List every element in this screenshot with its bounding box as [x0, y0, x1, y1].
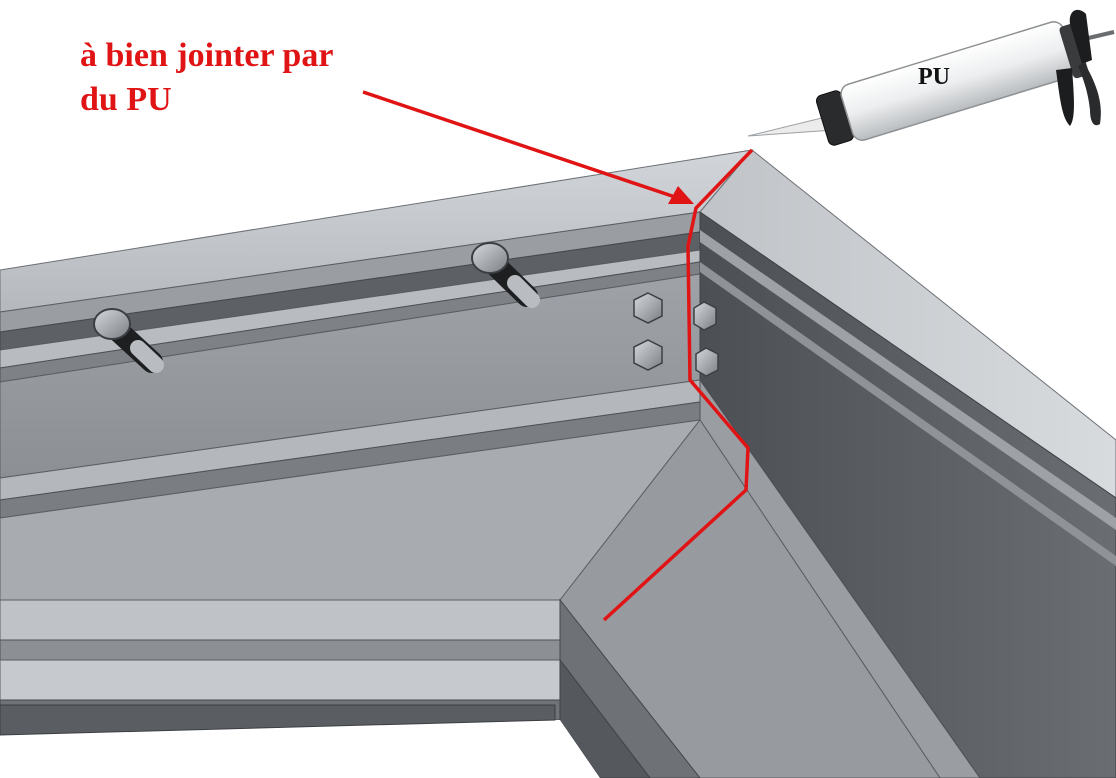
frame-opening — [0, 720, 600, 778]
annotation-line-1: à bien jointer par — [80, 37, 334, 74]
threaded-anchor-icon — [93, 308, 164, 373]
hex-bolt-icon — [695, 347, 719, 377]
annotation-arrow — [362, 90, 694, 204]
sealant-gun-label: PU — [918, 64, 950, 90]
caulking-gun-icon — [747, 9, 1115, 146]
threaded-anchor-icon — [471, 242, 540, 308]
seal-line — [602, 148, 754, 622]
annotation-line-2: du PU — [80, 81, 172, 118]
hex-bolt-icon — [633, 339, 663, 371]
hex-bolt-icon — [633, 292, 663, 324]
diagonal-profile — [559, 149, 1116, 778]
seal-instruction-annotation: à bien jointer par du PU — [80, 34, 333, 122]
hex-bolt-icon — [693, 301, 717, 331]
